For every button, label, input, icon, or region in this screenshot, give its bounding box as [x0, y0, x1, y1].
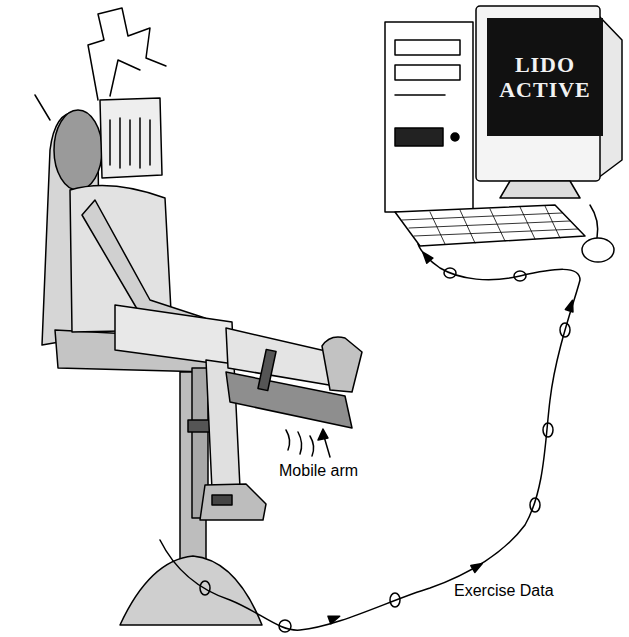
thigh	[115, 305, 234, 366]
mouse-cord	[590, 205, 598, 238]
arrow-head	[318, 429, 328, 440]
monitor-stand	[500, 181, 580, 198]
flow-arrows	[328, 250, 576, 624]
mouse	[582, 238, 614, 262]
cable-loops	[200, 268, 570, 632]
shin	[226, 328, 335, 386]
keys	[402, 206, 578, 244]
head-frame	[100, 98, 162, 178]
motion-marks	[286, 430, 314, 456]
chair-base	[120, 556, 262, 625]
head	[54, 110, 102, 190]
data-cable	[160, 244, 580, 630]
foot	[200, 484, 266, 520]
screen-text: LIDO ACTIVE	[487, 52, 603, 103]
strap	[258, 349, 276, 390]
tower	[385, 22, 473, 212]
power-button	[451, 133, 459, 141]
ankle-strap	[212, 495, 232, 505]
foot	[322, 337, 362, 392]
frame-strokes	[110, 118, 150, 168]
monitor-screen: LIDO ACTIVE	[487, 18, 603, 136]
callout-label: Mobile arm	[277, 462, 360, 480]
keyboard	[395, 205, 585, 246]
callout-label: Exercise Data	[452, 582, 556, 600]
tower-display	[395, 128, 443, 146]
drive-bays	[395, 40, 460, 95]
